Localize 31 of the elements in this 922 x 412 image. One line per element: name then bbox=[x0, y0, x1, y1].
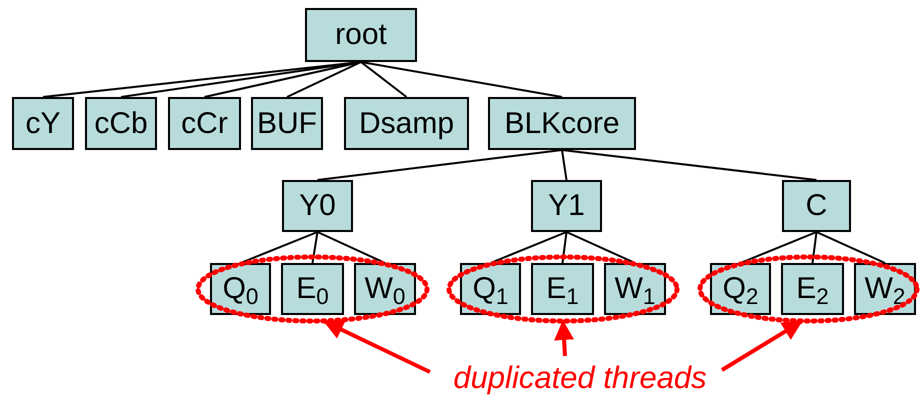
tree-line bbox=[360, 61, 562, 98]
tree-line bbox=[562, 232, 568, 264]
node-box: BUF bbox=[251, 97, 323, 150]
tree-line bbox=[740, 231, 817, 264]
tree-line bbox=[812, 232, 818, 264]
arrow bbox=[323, 320, 431, 374]
dotted-ellipse bbox=[195, 254, 430, 324]
tree-line bbox=[816, 231, 886, 264]
node-box: cCb bbox=[85, 97, 157, 150]
arrow bbox=[720, 320, 803, 372]
tree-line bbox=[566, 231, 636, 264]
node-box: cY bbox=[12, 97, 74, 150]
dotted-ellipse bbox=[697, 254, 920, 324]
tree-line bbox=[562, 149, 817, 181]
node-box: Y0 bbox=[282, 180, 353, 232]
annotation-text: duplicated threads bbox=[453, 362, 707, 392]
dotted-ellipse bbox=[446, 254, 680, 324]
node-box: BLKcore bbox=[488, 97, 636, 150]
tree-line bbox=[312, 232, 318, 264]
node-box: Dsamp bbox=[344, 97, 469, 150]
arrow bbox=[554, 320, 574, 356]
tree-line bbox=[360, 61, 408, 98]
tree-line bbox=[317, 231, 386, 264]
node-box: cCr bbox=[168, 97, 241, 150]
tree-line bbox=[561, 150, 568, 180]
tree-line bbox=[317, 149, 562, 181]
node-box: Y1 bbox=[531, 180, 602, 232]
tree-line bbox=[490, 231, 567, 264]
node-box: C bbox=[782, 180, 851, 232]
tree-line bbox=[286, 61, 362, 98]
node-box: root bbox=[305, 8, 417, 62]
